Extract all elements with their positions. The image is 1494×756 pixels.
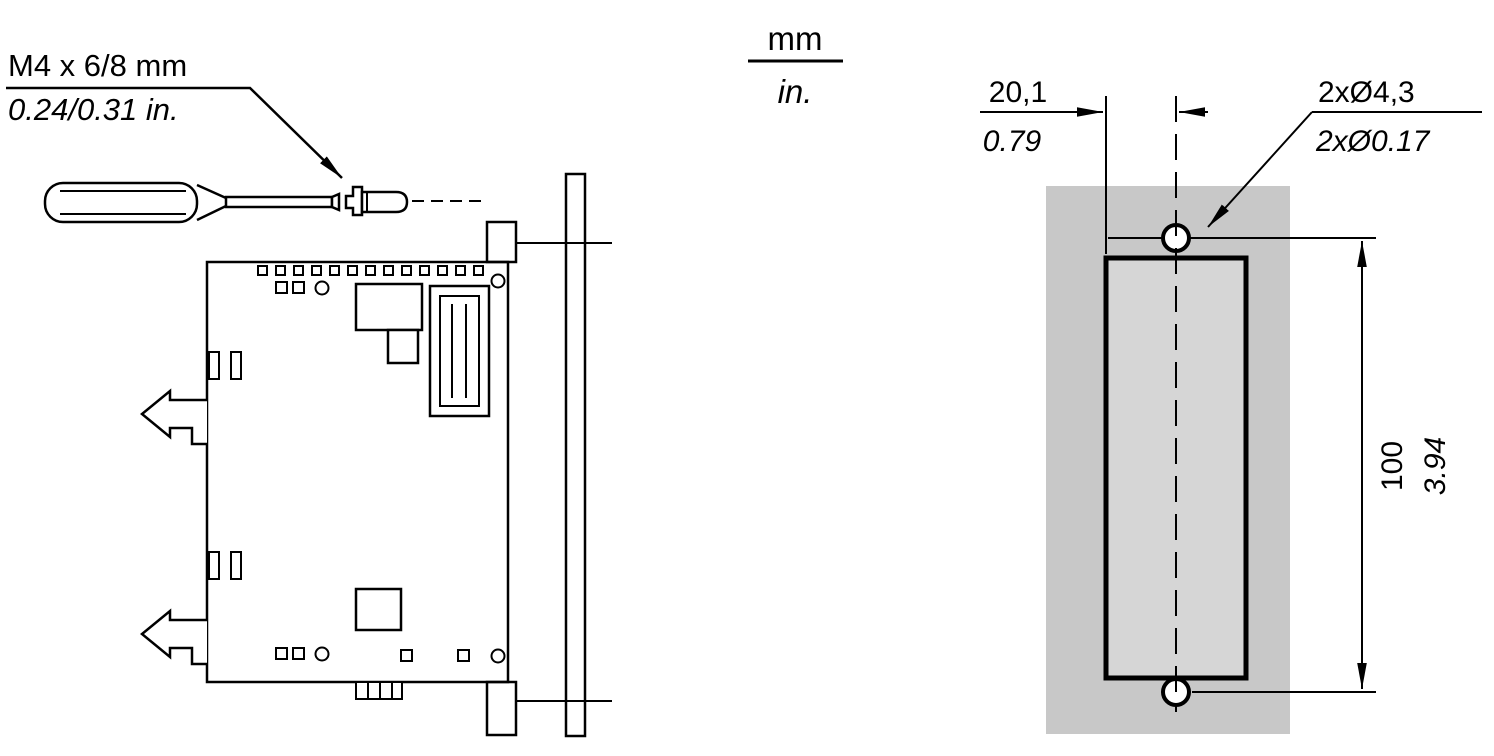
bottom-connector xyxy=(355,681,403,700)
hole-diameter-mm-value: 2xØ4,3 xyxy=(1318,76,1415,109)
units-in-label: in. xyxy=(778,73,813,110)
spacing-in-value: 3.94 xyxy=(1419,437,1452,495)
screw-size-metric-label: M4 x 6/8 mm xyxy=(8,48,187,83)
lower-latch-clip xyxy=(140,608,207,666)
bottom-screw-boss xyxy=(490,648,506,664)
hole-diameter-in-value: 2xØ0.17 xyxy=(1315,125,1431,158)
top-mounting-tab xyxy=(485,220,518,264)
top-screw-boss xyxy=(490,273,506,289)
module-top-slot-row xyxy=(257,265,484,276)
screwdriver-icon xyxy=(43,181,341,224)
module-side-view xyxy=(140,220,518,737)
offset-mm-value: 20,1 xyxy=(989,76,1047,109)
upper-latch-clip xyxy=(140,388,207,446)
offset-in-value: 0.79 xyxy=(983,125,1042,158)
mounting-wall xyxy=(564,172,587,738)
bottom-mounting-tab xyxy=(485,680,518,737)
screw-label-leader-line xyxy=(6,86,343,179)
mounting-screw xyxy=(344,185,409,217)
spacing-mm-value: 100 xyxy=(1376,441,1409,491)
screw-size-imperial-label: 0.24/0.31 in. xyxy=(8,92,179,127)
drilling-template xyxy=(980,96,1482,734)
hole-diameter-leader xyxy=(1207,111,1482,228)
units-mm-label: mm xyxy=(768,20,823,57)
bus-connector xyxy=(428,284,491,418)
